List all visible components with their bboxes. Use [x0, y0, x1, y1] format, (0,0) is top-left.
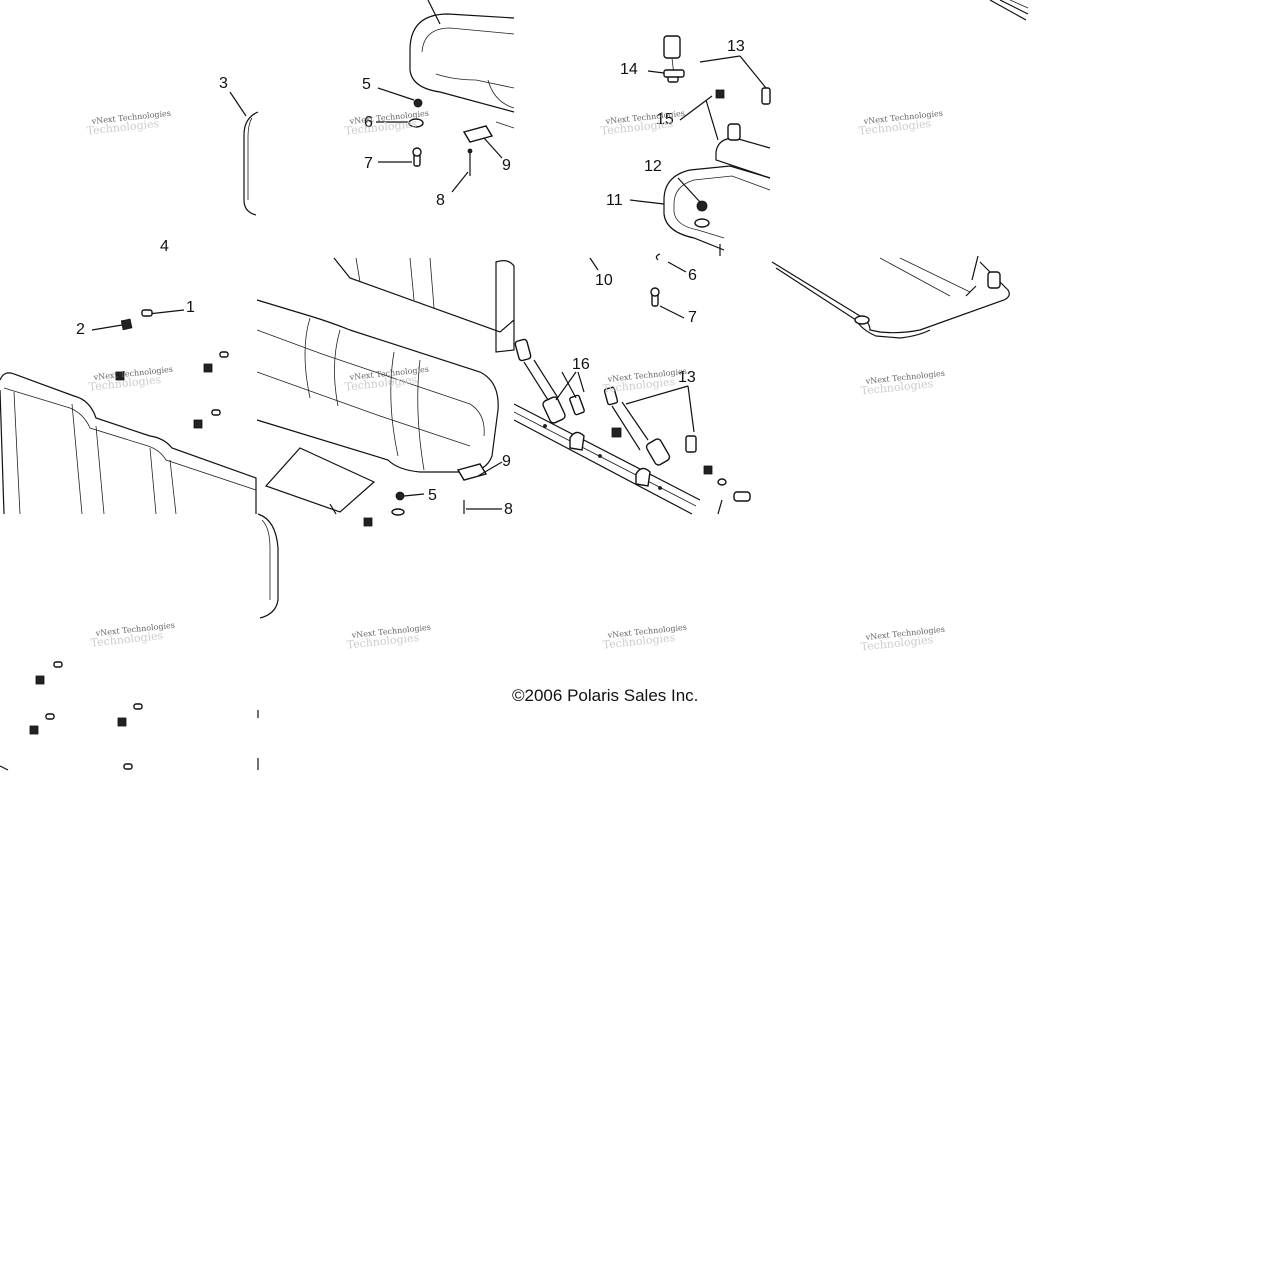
watermark-3-4: Technologies vNext Technologies	[860, 625, 945, 654]
hardware-group-mid	[363, 461, 503, 527]
callout-7-upper: 7	[364, 155, 373, 172]
seat-belt-buckle-upper	[647, 35, 771, 141]
callout-9-upper: 9	[502, 157, 511, 174]
callout-4: 4	[160, 238, 169, 255]
seat-frame-rail	[513, 403, 701, 515]
watermark-2-2: Technologies vNext Technologies	[344, 365, 429, 394]
seat-frame-lower	[771, 255, 1010, 339]
seat-frame-corner-upper	[629, 123, 771, 256]
callout-16: 16	[572, 356, 590, 373]
watermark-3-3: Technologies vNext Technologies	[602, 623, 687, 652]
seat-back-edge	[243, 111, 259, 216]
watermark-3-2: Technologies vNext Technologies	[346, 623, 431, 652]
callout-12: 12	[644, 158, 662, 175]
callout-13-lower: 13	[678, 369, 696, 386]
watermark-2-1: Technologies vNext Technologies	[88, 365, 173, 394]
seat-back-frame-rear	[333, 257, 515, 353]
callout-7-lower: 7	[688, 309, 697, 326]
callout-15: 15	[656, 111, 674, 128]
callout-10: 10	[595, 272, 613, 289]
seat-cushion-top	[409, 0, 515, 129]
callout-6-lower: 6	[688, 267, 697, 284]
seat-decal	[264, 447, 376, 515]
callout-8-lower: 8	[504, 501, 513, 518]
seat-bottom-cushion	[256, 299, 499, 473]
callout-5-lower: 5	[428, 487, 437, 504]
callout-3: 3	[219, 75, 228, 92]
callout-13-upper: 13	[727, 38, 745, 55]
hardware-group-lower	[0, 661, 143, 771]
callout-8-upper: 8	[436, 192, 445, 209]
seat-belt-assembly	[514, 338, 697, 466]
seat-back-panel	[0, 372, 257, 515]
watermark-1-4: Technologies vNext Technologies	[858, 109, 943, 138]
hardware-group-left	[91, 309, 229, 429]
callout-6-upper: 6	[364, 114, 373, 131]
watermark-2-4: Technologies vNext Technologies	[860, 369, 945, 398]
seat-back-end	[257, 513, 279, 770]
watermarks: Technologies vNext Technologies Technolo…	[86, 109, 945, 654]
copyright-notice: ©2006 Polaris Sales Inc.	[512, 686, 698, 705]
callout-9-lower: 9	[502, 453, 511, 470]
callout-14: 14	[620, 61, 638, 78]
hardware-group-upper	[376, 87, 503, 193]
callout-labels: 1 2 3 4 5 5 6 6 7 7 8 8 9 9 10 11 12 13 …	[76, 38, 745, 518]
callout-5-upper: 5	[362, 76, 371, 93]
watermark-3-1: Technologies vNext Technologies	[90, 621, 175, 650]
watermark-1-1: Technologies vNext Technologies	[86, 109, 171, 138]
callout-2: 2	[76, 321, 85, 338]
watermark-2-3: Technologies vNext Technologies	[602, 367, 687, 396]
hardware-group-right	[589, 253, 751, 515]
callout-11: 11	[606, 192, 623, 209]
callout-1: 1	[186, 299, 195, 316]
rail-top-corner	[989, 0, 1029, 21]
